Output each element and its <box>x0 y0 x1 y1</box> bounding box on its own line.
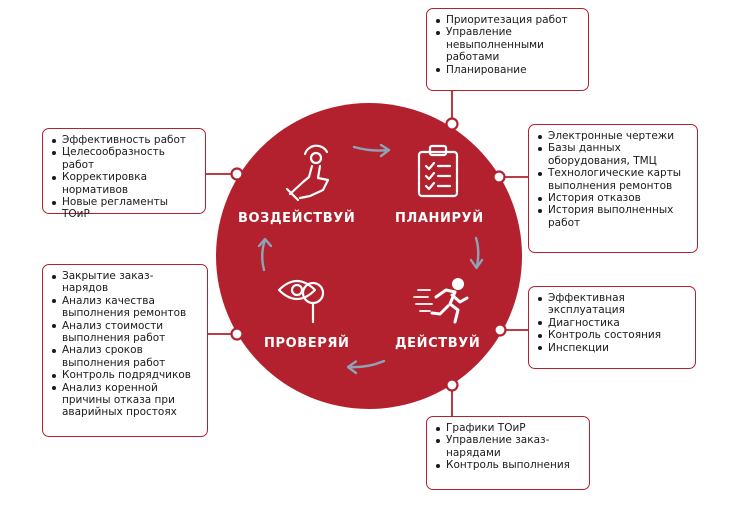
list-item: Технологические карты выполнения ремонто… <box>538 167 689 192</box>
phase-label-act: ВОЗДЕЙСТВУЙ <box>238 211 356 226</box>
list-item: Контроль состояния <box>538 329 687 341</box>
list-item: Анализ стоимости выполнения работ <box>52 320 199 345</box>
list-item: Планирование <box>436 64 580 76</box>
list-item: Контроль выполнения <box>436 459 581 471</box>
arrow-left-icon <box>346 359 386 375</box>
box-bottom: Графики ТОиР Управление заказ-нарядами К… <box>426 416 590 490</box>
list-item: Анализ сроков выполнения работ <box>52 344 199 369</box>
arrow-right-icon <box>352 143 391 158</box>
list-item: Графики ТОиР <box>436 422 581 434</box>
list-item: Эффективная эксплуатация <box>538 292 687 317</box>
running-person-icon <box>413 278 469 324</box>
list-item: Эффективность работ <box>52 134 197 146</box>
dot-right-top <box>492 170 506 184</box>
list-item: Диагностика <box>538 317 687 329</box>
clipboard-checklist-icon <box>417 144 459 198</box>
list-item: История выполненных работ <box>538 204 689 229</box>
box-left-top: Эффективность работ Целесообразность раб… <box>42 128 206 220</box>
list-item: Закрытие заказ-нарядов <box>52 270 199 295</box>
list-item: Управление заказ-нарядами <box>436 434 581 459</box>
dot-bottom <box>445 378 459 392</box>
box-top: Приоритезация работ Управление невыполне… <box>426 8 589 91</box>
arrow-up-icon <box>257 237 273 272</box>
list-item: Корректировка нормативов <box>52 171 197 196</box>
box-left-bottom: Закрытие заказ-нарядов Анализ качества в… <box>42 264 208 437</box>
dot-left-bottom <box>230 327 244 341</box>
box-right-top: Электронные чертежи Базы данных оборудов… <box>528 124 698 253</box>
dot-left-top <box>230 167 244 181</box>
list-item: История отказов <box>538 192 689 204</box>
list-item: Базы данных оборудования, ТМЦ <box>538 142 689 167</box>
list-item: Новые регламенты ТОиР <box>52 196 197 221</box>
cycle-circle <box>216 103 522 409</box>
box-right-bottom: Эффективная эксплуатация Диагностика Кон… <box>528 286 696 369</box>
dot-right-bottom <box>493 323 507 337</box>
connector-dots <box>230 117 507 392</box>
list-item: Анализ качества выполнения ремонтов <box>52 295 199 320</box>
list-item: Управление невыполненными работами <box>436 26 580 63</box>
phase-label-check: ПРОВЕРЯЙ <box>264 336 350 351</box>
list-item: Электронные чертежи <box>538 130 689 142</box>
list-item: Инспекции <box>538 342 687 354</box>
cycle-arrows <box>257 143 484 375</box>
phase-label-do: ДЕЙСТВУЙ <box>395 336 481 351</box>
list-item: Контроль подрядчиков <box>52 369 199 381</box>
hand-tap-icon <box>285 144 330 202</box>
list-item: Приоритезация работ <box>436 14 580 26</box>
dot-top <box>445 117 459 131</box>
list-item: Анализ коренной причины отказа при авари… <box>52 382 199 419</box>
list-item: Целесообразность работ <box>52 146 197 171</box>
eye-magnifier-icon <box>277 279 325 324</box>
phase-label-plan: ПЛАНИРУЙ <box>395 211 484 226</box>
arrow-down-icon <box>469 236 484 270</box>
